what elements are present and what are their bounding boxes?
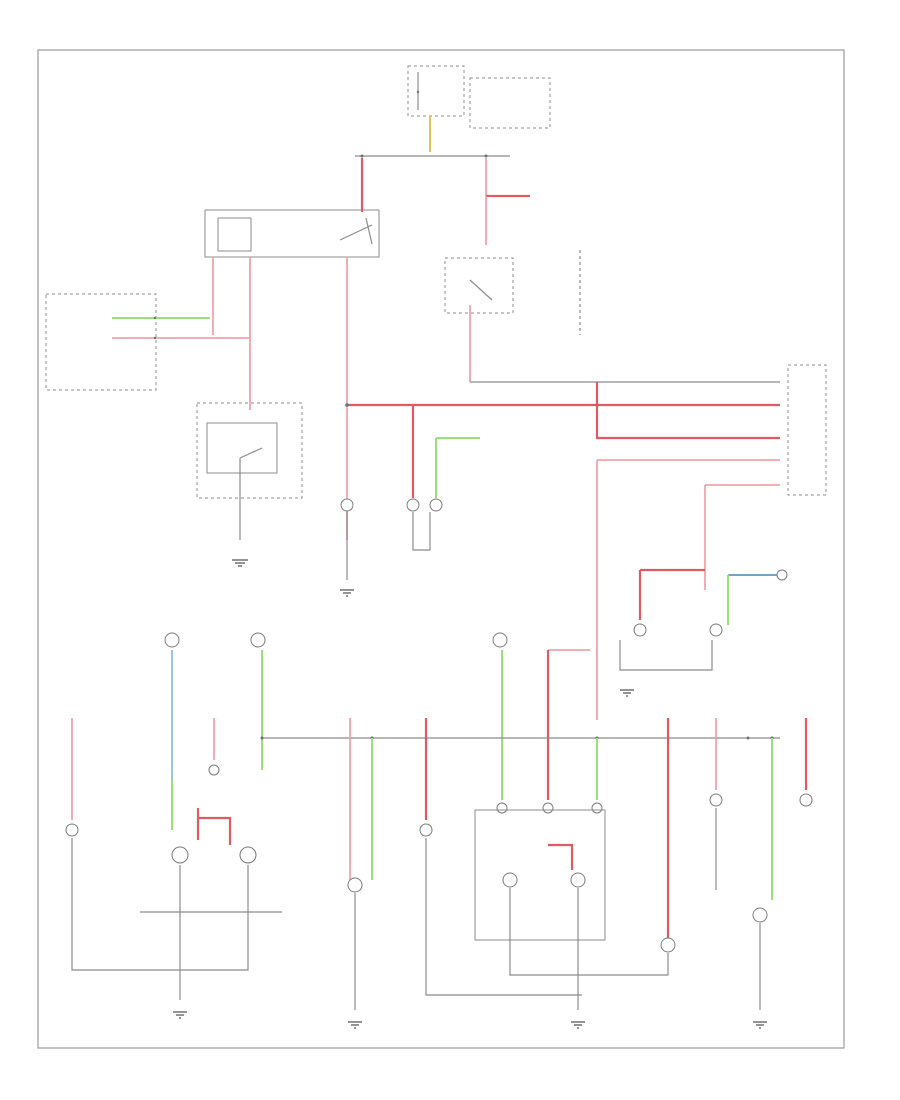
right-sockets	[582, 808, 768, 1029]
left-socket-pair	[71, 808, 282, 1019]
diagram-border	[37, 49, 845, 1049]
right-switch	[444, 158, 780, 383]
main-buses	[345, 364, 827, 720]
right-lamp-cluster	[546, 568, 788, 800]
left-module	[45, 293, 250, 391]
center-left-switch	[196, 402, 303, 567]
lower-bus	[260, 736, 780, 900]
power-feed-top	[355, 65, 551, 158]
switch-block	[204, 158, 380, 540]
lower-lamps	[65, 764, 813, 837]
mid-park-lamps	[340, 437, 480, 597]
vertical-drops	[71, 718, 808, 940]
center-sockets	[347, 809, 606, 1029]
lower-sockets	[164, 632, 508, 830]
